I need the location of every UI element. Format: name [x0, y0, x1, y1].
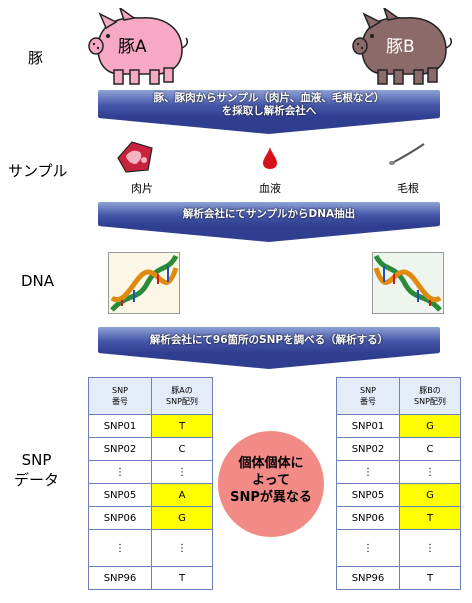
table-a-id: ⋮: [88, 460, 152, 484]
circle-line1: 個体個体に: [238, 456, 304, 471]
table-a-id: SNP01: [88, 414, 152, 438]
table-b-id: SNP06: [336, 506, 400, 530]
dna-helix-icon-b: [372, 252, 444, 314]
table-b-header-val: 豚Bの SNP配列: [399, 377, 461, 415]
arrow-step1-line1: 豚、豚肉からサンプル（肉片、血液、毛根など）: [153, 92, 385, 104]
table-b-id: SNP96: [336, 566, 400, 590]
arrow-step3: 解析会社にて96箇所のSNPを調べる（解析する）: [98, 327, 440, 369]
table-b-val: C: [399, 437, 461, 461]
table-a-val: G: [151, 506, 213, 530]
arrow-step2-tip: [98, 226, 440, 242]
table-b-val: G: [399, 483, 461, 507]
arrow-step3-text: 解析会社にて96箇所のSNPを調べる（解析する）: [149, 334, 389, 346]
blood-drop-icon: [263, 147, 277, 169]
arrow-step2-text: 解析会社にてサンプルからDNA抽出: [182, 208, 356, 220]
table-row: ⋮⋮: [336, 460, 461, 484]
table-b-val: T: [399, 506, 461, 530]
pig-a: 豚A: [86, 6, 192, 86]
table-a-val: ⋮: [151, 529, 213, 567]
table-a-header-val: 豚Aの SNP配列: [151, 377, 213, 415]
table-a-id: ⋮: [88, 529, 152, 567]
table-b-header-id: SNP 番号: [336, 377, 400, 415]
table-a-val: ⋮: [151, 460, 213, 484]
table-a-id: SNP96: [88, 566, 152, 590]
row-label-snp-line2: データ: [14, 471, 60, 489]
meat-icon: [117, 141, 153, 173]
sample-label-meat: 肉片: [131, 182, 153, 195]
pig-a-icon: [88, 6, 189, 85]
table-a-val: T: [151, 414, 213, 438]
table-a-id: SNP06: [88, 506, 152, 530]
pig-b-label: 豚B: [386, 37, 415, 57]
table-a-val: A: [151, 483, 213, 507]
table-b-val: T: [399, 566, 461, 590]
circle-line3: SNPが異なる: [230, 490, 312, 505]
table-a-val: C: [151, 437, 213, 461]
table-b-val: G: [399, 414, 461, 438]
table-row: ⋮⋮: [336, 529, 461, 567]
difference-circle: 個体個体に よって SNPが異なる: [218, 431, 324, 537]
row-label-sample: サンプル: [8, 162, 68, 180]
table-b-val: ⋮: [399, 460, 461, 484]
table-row: ⋮⋮: [88, 460, 213, 484]
table-b-id: SNP02: [336, 437, 400, 461]
arrow-step1-line2: を採取し解析会社へ: [221, 105, 317, 117]
dna-helix-icon-a: [108, 252, 180, 314]
table-b-id: ⋮: [336, 529, 400, 567]
sample-label-hair: 毛根: [397, 182, 419, 195]
table-a-val: T: [151, 566, 213, 590]
circle-line2: よって: [252, 473, 290, 488]
table-b-id: ⋮: [336, 460, 400, 484]
row-label-snp: SNP データ: [14, 450, 59, 490]
arrow-step1: 豚、豚肉からサンプル（肉片、血液、毛根など） を採取し解析会社へ: [98, 90, 440, 134]
pig-b-icon: [352, 6, 453, 85]
sample-label-blood: 血液: [259, 182, 281, 195]
pig-b: 豚B: [350, 6, 456, 86]
table-a-id: SNP02: [88, 437, 152, 461]
row-label-dna: DNA: [21, 272, 55, 290]
table-row: ⋮⋮: [88, 529, 213, 567]
table-b-val: ⋮: [399, 529, 461, 567]
table-a-id: SNP05: [88, 483, 152, 507]
hair-root-icon: [389, 143, 425, 165]
row-label-pig: 豚: [28, 49, 44, 67]
table-b-id: SNP01: [336, 414, 400, 438]
arrow-step3-tip: [98, 353, 440, 369]
row-label-snp-line1: SNP: [21, 451, 52, 469]
table-a-header-id: SNP 番号: [88, 377, 152, 415]
arrow-step2: 解析会社にてサンプルからDNA抽出: [98, 202, 440, 242]
pig-a-label: 豚A: [118, 37, 147, 57]
arrow-step1-tip: [98, 118, 440, 134]
table-b-id: SNP05: [336, 483, 400, 507]
